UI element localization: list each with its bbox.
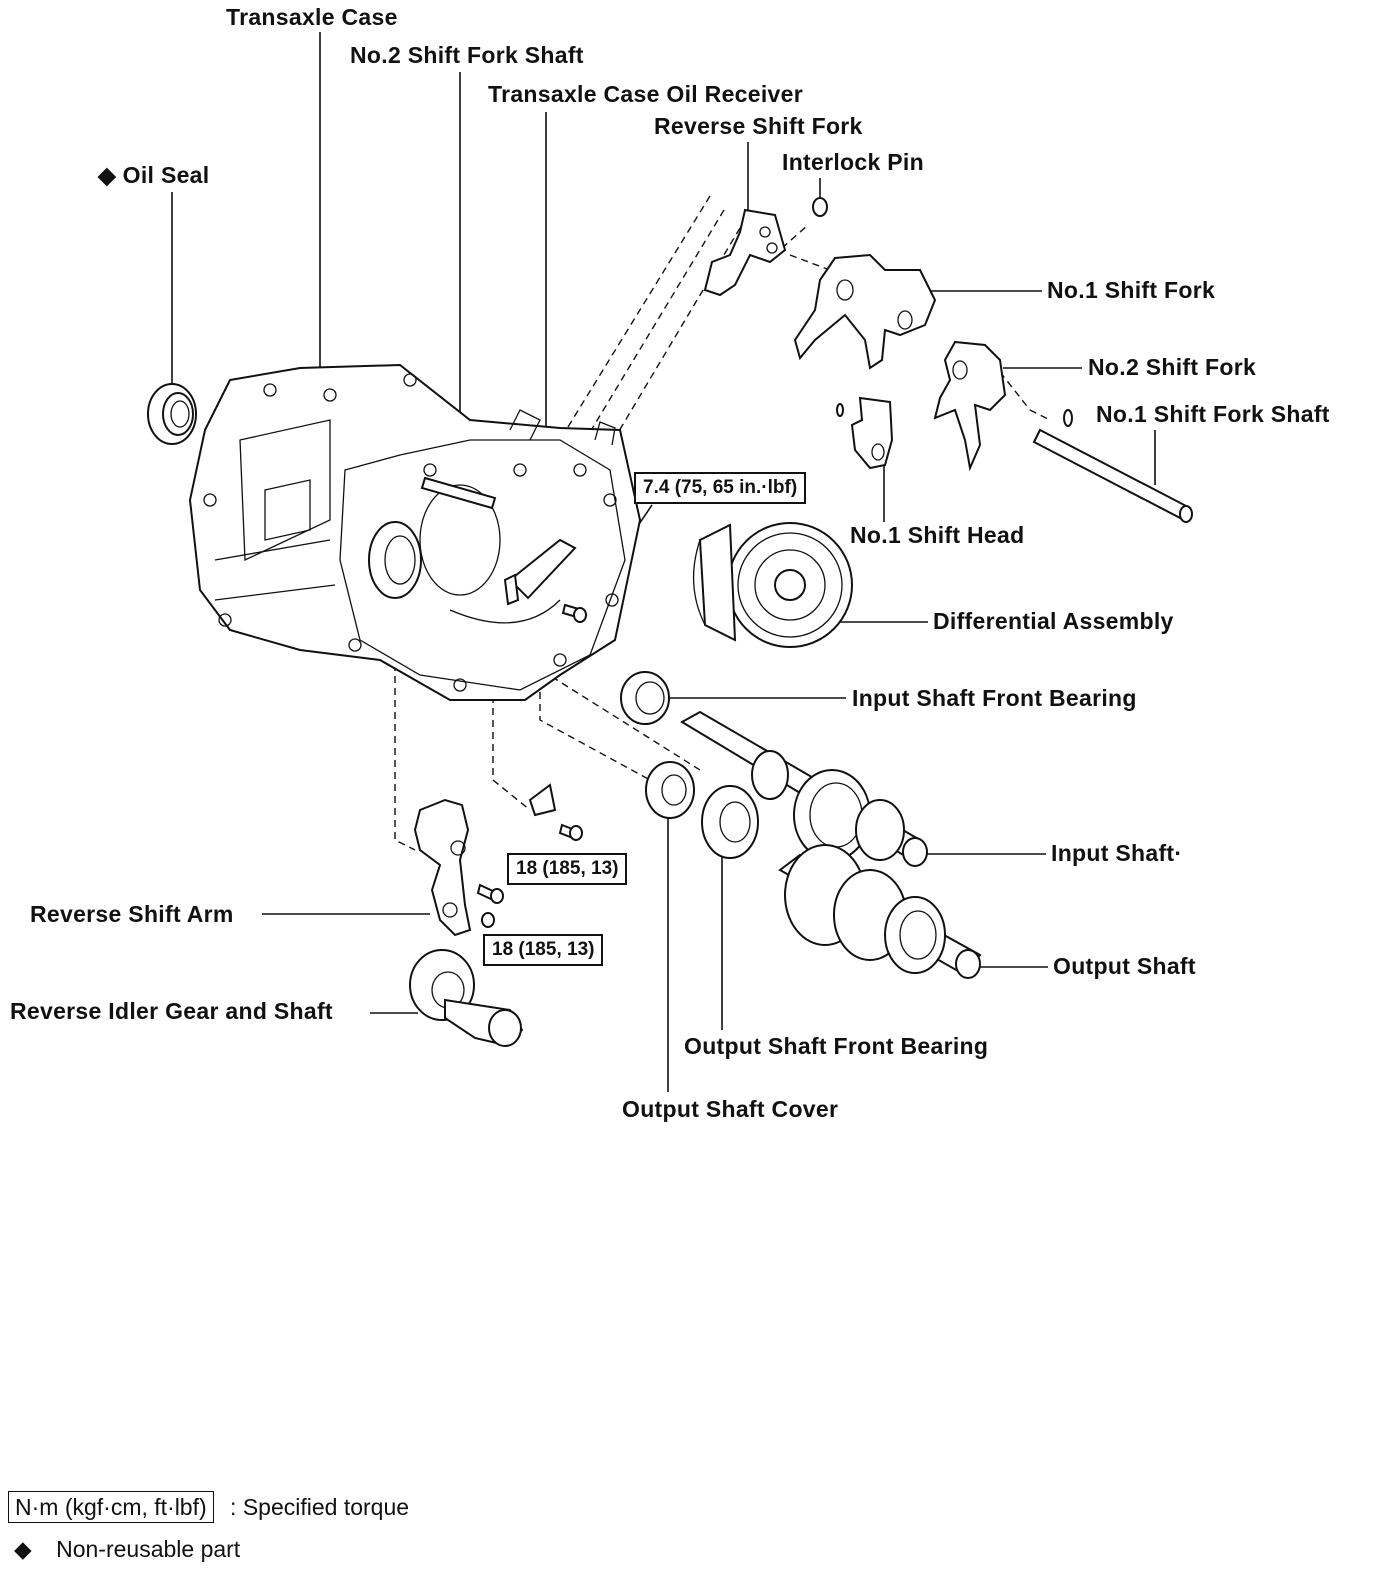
no1-shift-head-part bbox=[836, 396, 894, 470]
no1-shift-fork-shaft-part bbox=[1032, 409, 1193, 523]
label-output-shaft-cover: Output Shaft Cover bbox=[622, 1096, 839, 1122]
oil-seal-part bbox=[147, 383, 197, 445]
label-output-shaft: Output Shaft bbox=[1053, 953, 1196, 979]
reverse-shift-arm-part bbox=[413, 798, 495, 937]
label-no2-shift-fork-shaft: No.2 Shift Fork Shaft bbox=[350, 42, 584, 68]
no1-shift-fork-part bbox=[793, 253, 937, 370]
label-interlock-pin: Interlock Pin bbox=[782, 149, 924, 175]
interlock-pin-part bbox=[812, 197, 828, 217]
label-oil-receiver: Transaxle Case Oil Receiver bbox=[488, 81, 803, 107]
torque-oil-receiver-bolt: 7.4 (75, 65 in.·lbf) bbox=[634, 472, 807, 504]
torque-bolt-b: 18 (185, 13) bbox=[483, 934, 604, 966]
legend-torque: N·m (kgf·cm, ft·lbf) : Specified torque bbox=[8, 1491, 410, 1523]
oil-receiver-bolt-part bbox=[561, 603, 587, 623]
no2-shift-fork-shaft-part bbox=[420, 476, 497, 510]
label-no1-shift-fork: No.1 Shift Fork bbox=[1047, 277, 1216, 303]
bolt-a-part bbox=[558, 823, 583, 841]
label-input-shaft-front-bearing: Input Shaft Front Bearing bbox=[852, 685, 1137, 711]
bolt-b-part bbox=[476, 883, 504, 904]
label-input-shaft: Input Shaft· bbox=[1051, 840, 1183, 866]
label-reverse-shift-fork: Reverse Shift Fork bbox=[654, 113, 863, 139]
output-shaft-cover-part bbox=[645, 761, 695, 819]
torque-bolt-a: 18 (185, 13) bbox=[507, 853, 628, 885]
label-reverse-shift-arm: Reverse Shift Arm bbox=[30, 901, 234, 927]
lock-block-part bbox=[528, 783, 557, 817]
label-no1-shift-head: No.1 Shift Head bbox=[850, 522, 1025, 548]
label-no1-shift-fork-shaft: No.1 Shift Fork Shaft bbox=[1096, 401, 1330, 427]
label-differential-assembly: Differential Assembly bbox=[933, 608, 1174, 634]
input-shaft-front-bearing-part bbox=[620, 671, 670, 725]
label-oil-seal: ◆ Oil Seal bbox=[98, 162, 210, 188]
label-reverse-idler-gear: Reverse Idler Gear and Shaft bbox=[10, 998, 333, 1024]
legend-torque-unit: N·m (kgf·cm, ft·lbf) bbox=[8, 1491, 214, 1523]
label-output-shaft-front-bearing: Output Shaft Front Bearing bbox=[684, 1033, 989, 1059]
output-shaft-part bbox=[778, 844, 982, 979]
oil-receiver-part bbox=[503, 538, 577, 606]
diamond-icon: ◆ bbox=[14, 1536, 32, 1562]
output-shaft-front-bearing-part bbox=[701, 785, 759, 859]
label-transaxle-case: Transaxle Case bbox=[226, 4, 398, 30]
differential-assembly-part bbox=[692, 522, 853, 648]
legend-torque-desc: : Specified torque bbox=[230, 1494, 410, 1520]
legend-nonreusable-desc: Non-reusable part bbox=[56, 1536, 241, 1562]
input-shaft-part bbox=[680, 710, 928, 867]
reverse-idler-gear-part bbox=[409, 949, 524, 1047]
reverse-shift-fork-part bbox=[703, 208, 787, 297]
no2-shift-fork-part bbox=[933, 340, 1007, 472]
label-no2-shift-fork: No.2 Shift Fork bbox=[1088, 354, 1257, 380]
legend-nonreusable: ◆ Non-reusable part bbox=[14, 1536, 240, 1563]
transaxle-case-part bbox=[188, 363, 642, 701]
